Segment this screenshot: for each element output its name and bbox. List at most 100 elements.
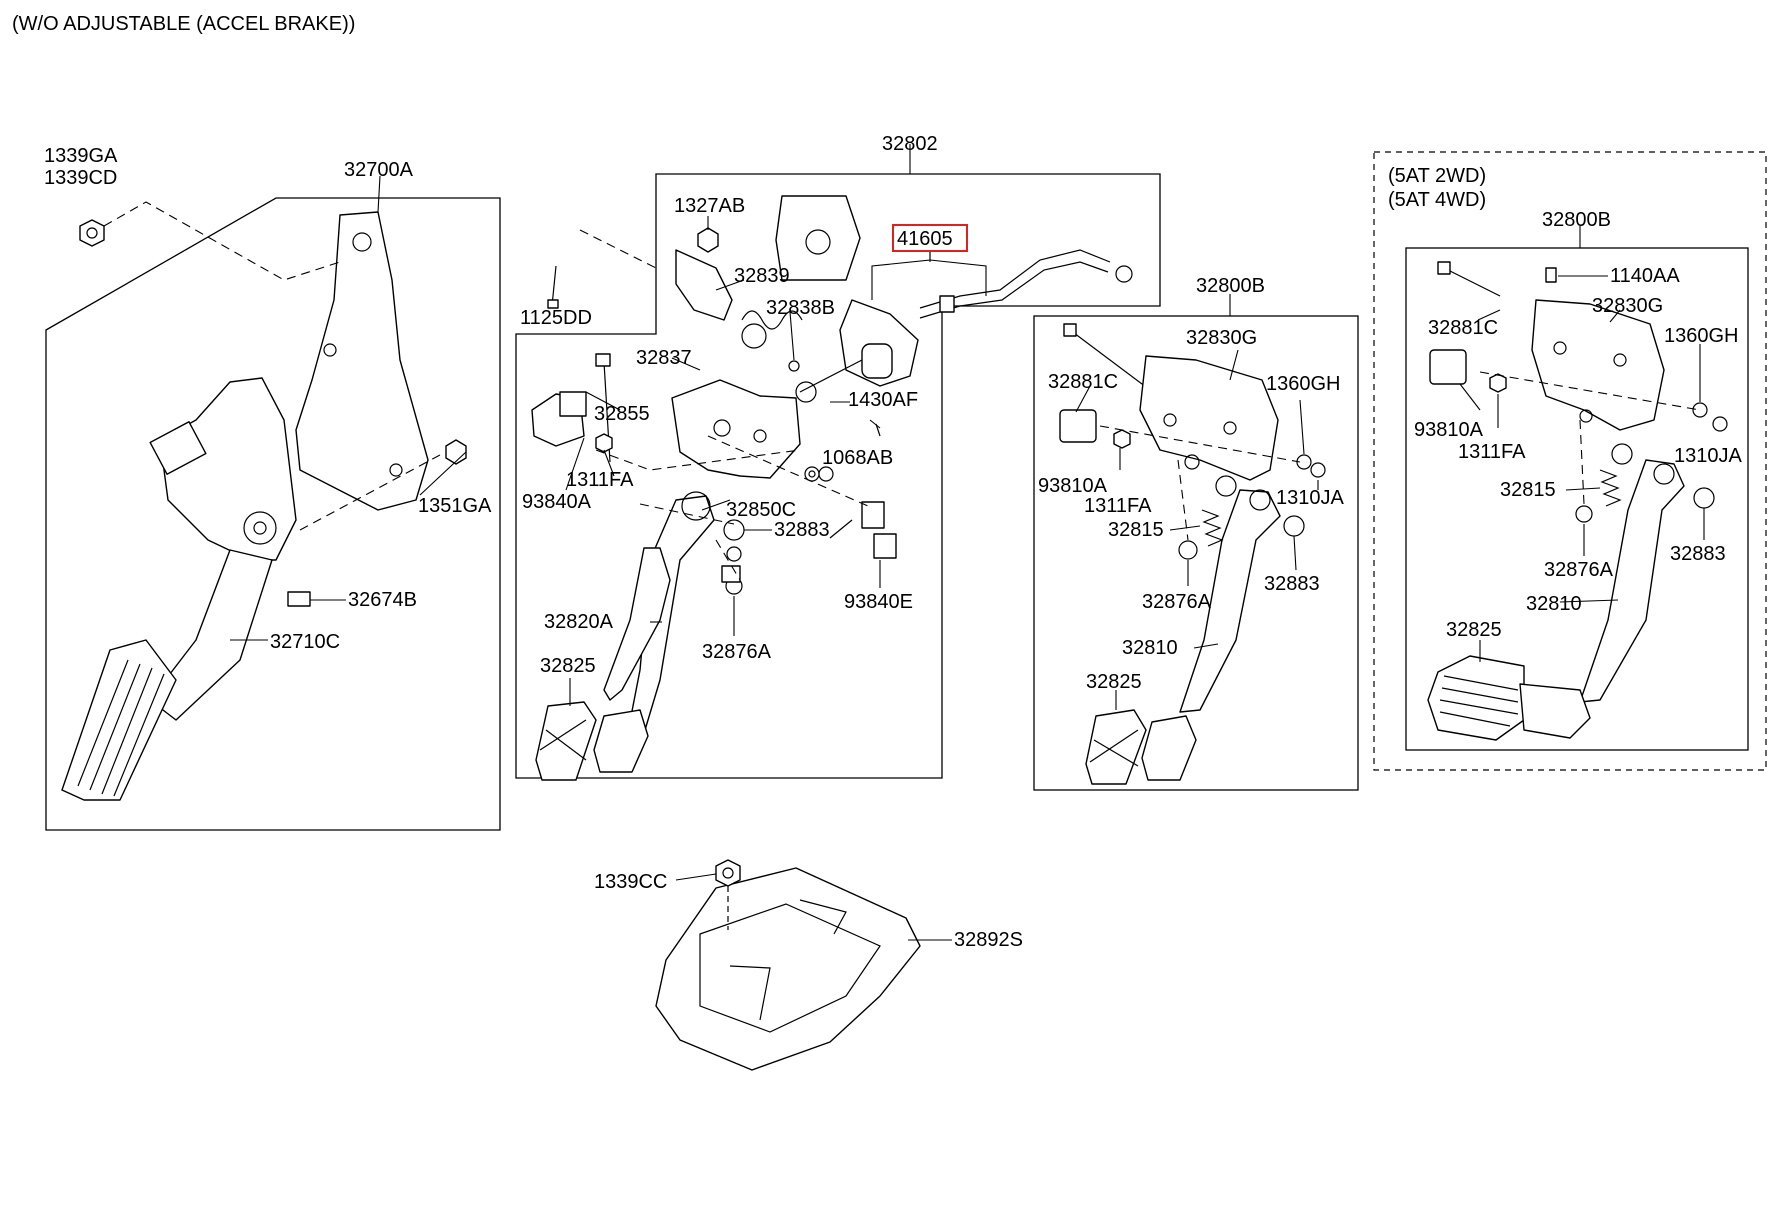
part-label-32802: 32802: [882, 133, 938, 155]
part-label-32881c-b: 32881C: [1428, 317, 1498, 339]
part-label-1310ja-b: 1310JA: [1674, 445, 1742, 467]
part-label-1327ab: 1327AB: [674, 195, 745, 217]
switch-93840a-connector: [559, 391, 587, 417]
bushing-32883-b-icon: [1283, 515, 1305, 537]
bolt-32837-icon: [595, 353, 611, 367]
part-label-93840a: 93840A: [522, 491, 592, 513]
spring-32815-a: [1201, 509, 1224, 547]
pedal-pad-32825: [535, 701, 597, 781]
brake-bracket-32830g: [1139, 355, 1279, 481]
part-label-32881c-a: 32881C: [1048, 371, 1118, 393]
switch-93810a: [1059, 409, 1097, 443]
part-label-32825-b: 32825: [1086, 671, 1142, 693]
clutch-pedal-group: 32802 1327AB 41605 32839 32838B 1125DD 3…: [515, 133, 1161, 781]
variant-note-line1: (5AT 2WD): [1388, 165, 1486, 187]
part-label-93840e: 93840E: [844, 591, 913, 613]
part-label-32850c: 32850C: [726, 499, 796, 521]
spring-32838b: [741, 310, 803, 330]
switch-93810a-b: [1429, 349, 1467, 385]
clip-1327ab-icon: [697, 227, 719, 253]
part-label-1360gh-a: 1360GH: [1266, 373, 1341, 395]
pin-32674b-icon: [287, 591, 311, 607]
brake-assembly-frame: [1033, 315, 1359, 791]
part-label-1311fa-a: 1311FA: [566, 469, 634, 491]
part-label-1311fa-c: 1311FA: [1458, 441, 1526, 463]
part-label-32820a: 32820A: [544, 611, 614, 633]
bolt-32881c-icon: [1063, 323, 1077, 337]
pedal-cover-32892s: [655, 867, 921, 1071]
variant-pedal-pad-32825: [1427, 655, 1525, 741]
part-label-32838b: 32838B: [766, 297, 835, 319]
part-label-1430af: 1430AF: [848, 389, 918, 411]
part-label-32825-c: 32825: [1446, 619, 1502, 641]
part-label-32855: 32855: [594, 403, 650, 425]
variant-assembly-frame: [1405, 247, 1749, 751]
part-label-32815-a: 32815: [1108, 519, 1164, 541]
part-label-41605[interactable]: 41605: [897, 228, 953, 250]
bushing-1310ja-a-icon: [1310, 462, 1326, 478]
brake-pedal-group-5at: (5AT 2WD) (5AT 4WD): [1373, 151, 1767, 771]
gasket-plate: [775, 195, 861, 281]
part-label-32830g-b: 32830G: [1592, 295, 1663, 317]
nut-1339ga-icon: [79, 219, 105, 247]
part-label-32839: 32839: [734, 265, 790, 287]
part-label-1339ga: 1339GA: [44, 145, 118, 167]
nut-1360gh-b-icon: [1692, 402, 1708, 418]
brake-pedal-group-main: 32800B 32830G 32881C 1360GH 93810A 1311F…: [1033, 275, 1359, 791]
accelerator-pedal-arm: [149, 549, 273, 721]
part-label-32883-b: 32883: [1264, 573, 1320, 595]
nut-1339cc-icon: [715, 859, 741, 887]
bushing-1310ja-b-icon: [1712, 416, 1728, 432]
part-label-1311fa-b: 1311FA: [1084, 495, 1152, 517]
nut-1311fa-b-icon: [1113, 429, 1131, 449]
switch-93840e-connector: [873, 533, 897, 559]
variant-pedal-arm-32810: [1579, 459, 1685, 703]
part-label-32800b-a: 32800B: [1196, 275, 1265, 297]
part-label-32837: 32837: [636, 347, 692, 369]
part-label-1351ga: 1351GA: [418, 495, 492, 517]
stopper-32876a-b-icon: [1178, 540, 1198, 560]
variant-dashed-frame: [1373, 151, 1767, 771]
highlighted-part-box: [892, 224, 968, 252]
pedal-pad-32825-b: [1085, 709, 1147, 785]
spring-32815-b: [1599, 469, 1622, 507]
part-label-32710c: 32710C: [270, 631, 340, 653]
bushing-32883-c-icon: [1693, 487, 1715, 509]
pedal-pad-b-right: [1141, 715, 1197, 781]
accelerator-pedal-pad: [61, 639, 177, 801]
part-label-32825-a: 32825: [540, 655, 596, 677]
pedal-pad-right: [593, 709, 649, 773]
accelerator-sensor-housing: [159, 377, 297, 561]
variant-bracket-32830g: [1531, 299, 1665, 431]
part-label-32883-a: 32883: [774, 519, 830, 541]
part-label-1140aa: 1140AA: [1610, 265, 1680, 287]
part-label-32876a-b: 32876A: [1142, 591, 1212, 613]
pedal-bracket: [671, 379, 801, 479]
accelerator-assembly-frame: [45, 197, 501, 831]
accelerator-bracket: [295, 211, 429, 511]
nut-1311fa-c-icon: [1489, 373, 1507, 393]
part-label-1068ab: 1068AB: [822, 447, 893, 469]
bolt-1125dd-icon: [547, 299, 559, 309]
part-label-93810a-b: 93810A: [1414, 419, 1484, 441]
master-cylinder-body: [861, 343, 893, 379]
part-label-32830g-a: 32830G: [1186, 327, 1257, 349]
clutch-assembly-frame: [515, 173, 1161, 779]
part-label-32876a-a: 32876A: [702, 641, 772, 663]
switch-93840e: [861, 501, 885, 529]
part-label-1339cc: 1339CC: [594, 871, 667, 893]
brake-pedal-arm: [603, 547, 671, 701]
brake-pedal-arm-32810: [1179, 489, 1281, 713]
diagram-header: (W/O ADJUSTABLE (ACCEL BRAKE)): [12, 13, 355, 35]
part-label-93810a-a: 93810A: [1038, 475, 1108, 497]
screw-1140aa-icon: [1545, 267, 1557, 283]
part-label-32674b: 32674B: [348, 589, 417, 611]
switch-bracket-32839: [675, 249, 733, 321]
part-label-32810-b: 32810: [1526, 593, 1582, 615]
stopper-body-icon: [721, 565, 741, 583]
clamp-icon: [939, 295, 955, 313]
variant-pedal-pad-right: [1519, 683, 1591, 739]
accelerator-pedal-group: 1339GA 1339CD 32700A 1351GA 32674B 32710…: [44, 145, 501, 831]
